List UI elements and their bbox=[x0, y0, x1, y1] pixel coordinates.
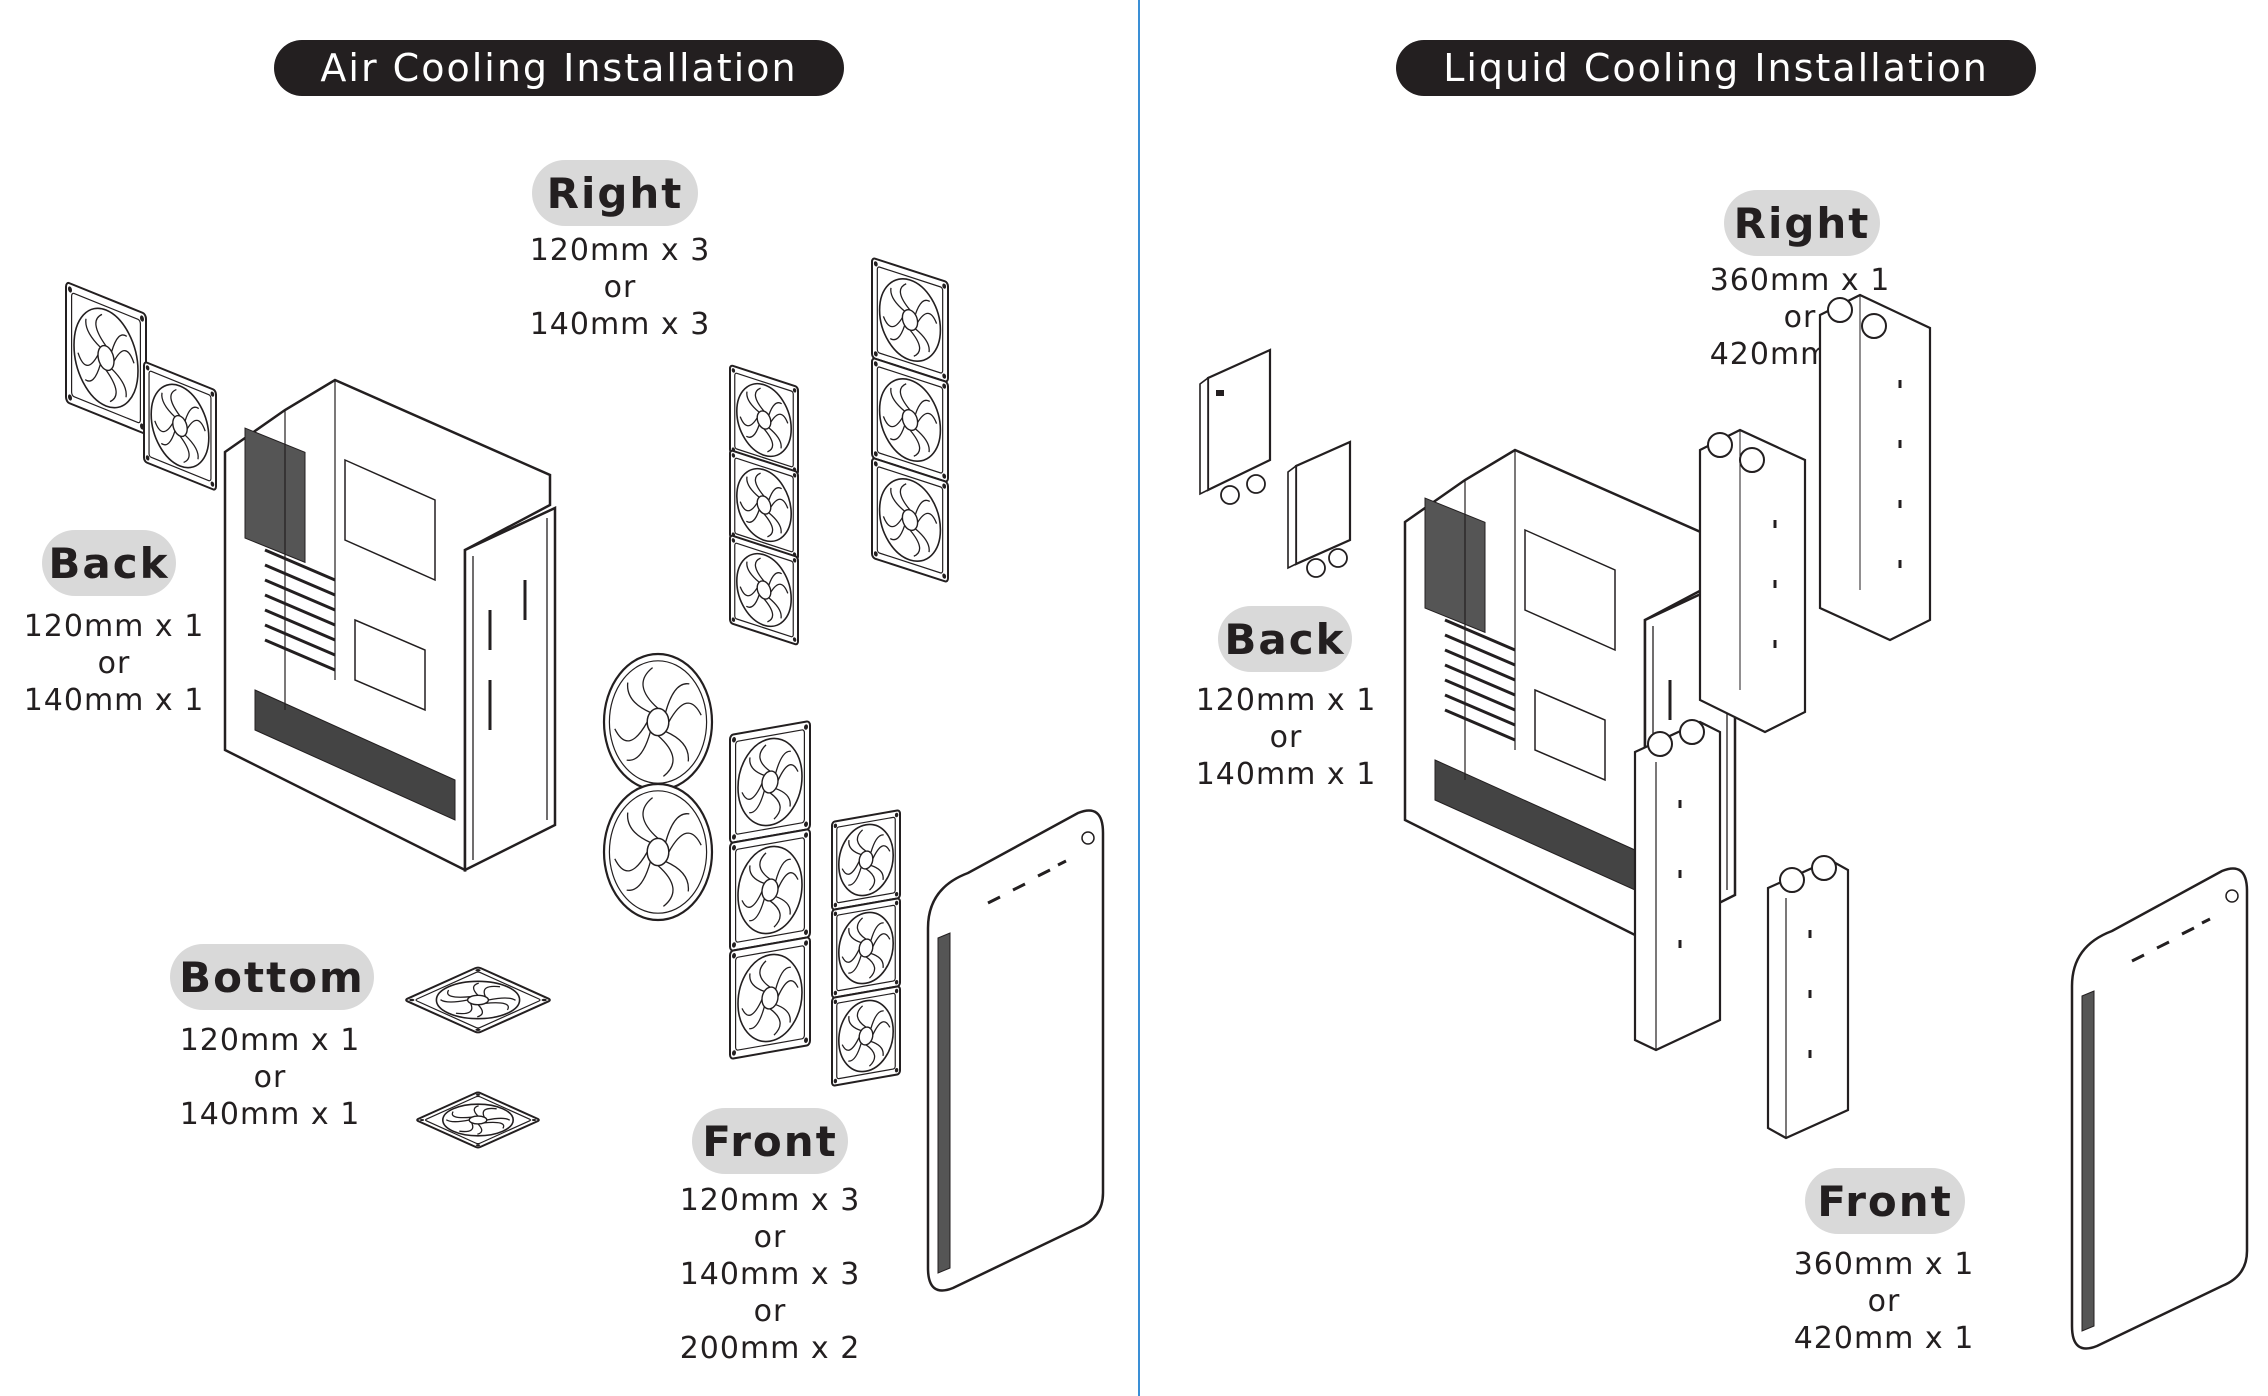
right-fan-stack-120 bbox=[730, 365, 798, 645]
pc-case-icon bbox=[223, 378, 557, 872]
air-front-line-1: 120mm x 3 bbox=[679, 1183, 861, 1218]
air-cooling-illustration bbox=[0, 0, 1105, 1292]
liquid-back-spec: 120mm x 1 or 140mm x 1 bbox=[1186, 682, 1386, 793]
air-bottom-line-1: 120mm x 1 bbox=[179, 1023, 361, 1058]
air-front-spec: 120mm x 3 or 140mm x 3 or 200mm x 2 bbox=[670, 1182, 870, 1367]
air-right-line-2: or bbox=[603, 270, 637, 305]
air-right-line-3: 140mm x 3 bbox=[529, 307, 711, 342]
air-bottom-badge: Bottom bbox=[170, 944, 374, 1010]
air-front-line-5: 200mm x 2 bbox=[679, 1331, 861, 1366]
air-bottom-line-2: or bbox=[253, 1060, 287, 1095]
front-panel-icon bbox=[926, 809, 1105, 1292]
right-radiator-420 bbox=[1820, 295, 1930, 640]
air-back-line-2: or bbox=[97, 646, 131, 681]
front-radiator-360 bbox=[1768, 856, 1848, 1138]
liquid-right-line-2: or bbox=[1783, 300, 1817, 335]
liquid-front-badge: Front bbox=[1805, 1168, 1965, 1234]
liquid-cooling-illustration bbox=[1140, 0, 2249, 1350]
back-fan-140 bbox=[144, 361, 216, 490]
air-right-line-1: 120mm x 3 bbox=[529, 233, 711, 268]
air-front-line-3: 140mm x 3 bbox=[679, 1257, 861, 1292]
air-bottom-spec: 120mm x 1 or 140mm x 1 bbox=[170, 1022, 370, 1133]
air-cooling-title: Air Cooling Installation bbox=[274, 40, 844, 96]
air-right-spec: 120mm x 3 or 140mm x 3 bbox=[520, 232, 720, 343]
front-fan-stack-140 bbox=[730, 721, 810, 1059]
air-bottom-line-3: 140mm x 1 bbox=[179, 1097, 361, 1132]
front-radiator-420 bbox=[1635, 720, 1720, 1050]
panel-divider bbox=[1138, 0, 1140, 1396]
air-front-line-4: or bbox=[753, 1294, 787, 1329]
air-right-badge: Right bbox=[532, 160, 698, 226]
liquid-front-spec: 360mm x 1 or 420mm x 1 bbox=[1784, 1246, 1984, 1357]
liquid-cooling-title: Liquid Cooling Installation bbox=[1396, 40, 2036, 96]
air-back-line-3: 140mm x 1 bbox=[23, 683, 205, 718]
front-fan-stack-120 bbox=[832, 810, 900, 1086]
right-radiator-360 bbox=[1700, 430, 1805, 732]
air-back-line-1: 120mm x 1 bbox=[23, 609, 205, 644]
bottom-fan-120 bbox=[416, 1092, 540, 1148]
air-back-spec: 120mm x 1 or 140mm x 1 bbox=[14, 608, 214, 719]
liquid-cooling-panel: Liquid Cooling Installation Right 360mm … bbox=[1140, 0, 2268, 1396]
back-radiator-140 bbox=[1200, 350, 1270, 504]
right-fan-stack-140 bbox=[872, 258, 948, 583]
liquid-right-badge: Right bbox=[1724, 190, 1880, 256]
liquid-front-line-2: or bbox=[1867, 1284, 1901, 1319]
liquid-back-line-1: 120mm x 1 bbox=[1195, 683, 1377, 718]
liquid-front-line-1: 360mm x 1 bbox=[1793, 1247, 1975, 1282]
liquid-front-line-3: 420mm x 1 bbox=[1793, 1321, 1975, 1356]
air-front-line-2: or bbox=[753, 1220, 787, 1255]
liquid-back-line-2: or bbox=[1269, 720, 1303, 755]
air-cooling-panel: Air Cooling Installation Right 120mm x 3… bbox=[0, 0, 1105, 1367]
liquid-right-line-1: 360mm x 1 bbox=[1709, 263, 1891, 298]
front-panel-icon bbox=[2070, 867, 2249, 1350]
back-fan-120 bbox=[66, 282, 146, 434]
liquid-back-line-3: 140mm x 1 bbox=[1195, 757, 1377, 792]
bottom-fan-140 bbox=[404, 967, 551, 1033]
back-radiator-120 bbox=[1288, 442, 1350, 577]
front-fan-200-stack bbox=[604, 654, 712, 920]
liquid-back-badge: Back bbox=[1218, 606, 1352, 672]
air-front-badge: Front bbox=[692, 1108, 848, 1174]
air-back-badge: Back bbox=[42, 530, 176, 596]
